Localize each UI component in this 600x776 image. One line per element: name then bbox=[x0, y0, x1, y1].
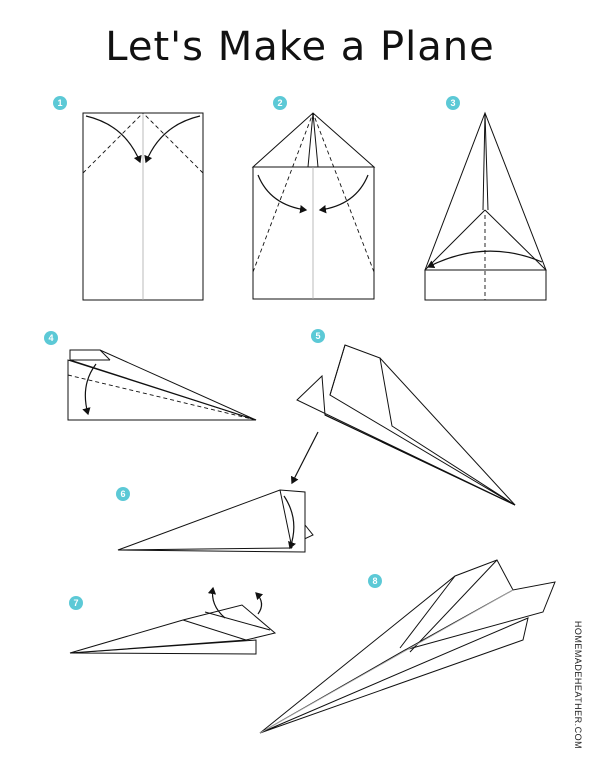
step-badge-3: 3 bbox=[446, 96, 460, 110]
step-badge-1: 1 bbox=[53, 96, 67, 110]
step-6-diagram bbox=[117, 489, 314, 553]
step-2-diagram bbox=[251, 112, 376, 300]
step-8-diagram bbox=[259, 559, 556, 734]
step-5-diagram bbox=[290, 344, 516, 506]
page-title: Let's Make a Plane bbox=[105, 24, 495, 70]
step-3-diagram bbox=[424, 111, 547, 301]
step-badge-2: 2 bbox=[273, 96, 287, 110]
step-badge-5: 5 bbox=[311, 329, 325, 343]
step-1-diagram bbox=[82, 112, 204, 301]
step-4-diagram bbox=[67, 349, 257, 421]
step-badge-7: 7 bbox=[69, 596, 83, 610]
step-badge-8: 8 bbox=[368, 574, 382, 588]
step-7-diagram bbox=[69, 586, 277, 655]
step-badge-4: 4 bbox=[44, 331, 58, 345]
step-badge-6: 6 bbox=[116, 487, 130, 501]
